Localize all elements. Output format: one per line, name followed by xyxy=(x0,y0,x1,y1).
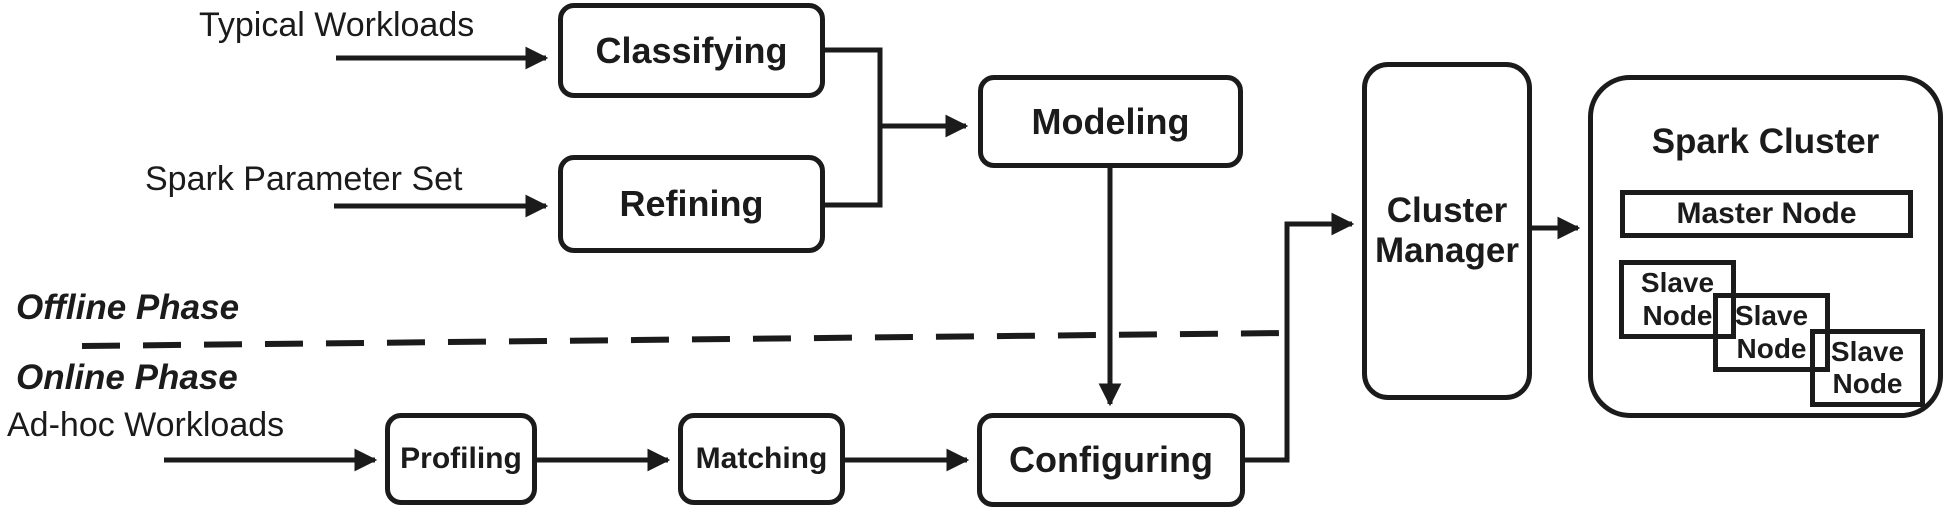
node-matching-label: Matching xyxy=(695,441,828,475)
node-slave-3: Slave Node xyxy=(1810,329,1925,407)
label-online-phase: Online Phase xyxy=(16,358,238,397)
node-matching: Matching xyxy=(678,413,845,505)
label-offline-phase: Offline Phase xyxy=(16,288,240,327)
node-refining: Refining xyxy=(558,155,825,253)
node-cluster-manager-label: Cluster Manager xyxy=(1375,190,1519,270)
node-master: Master Node xyxy=(1620,190,1913,238)
connector-merge-classify-refine xyxy=(823,47,883,208)
arrow-configuring-to-cluster-manager xyxy=(1245,212,1355,463)
node-modeling: Modeling xyxy=(978,75,1243,168)
node-refining-label: Refining xyxy=(619,183,764,225)
spark-cluster-title: Spark Cluster xyxy=(1651,122,1880,161)
node-slave-1: Slave Node xyxy=(1619,260,1736,339)
node-profiling: Profiling xyxy=(385,413,537,505)
node-profiling-label: Profiling xyxy=(400,441,522,475)
label-adhoc-workloads: Ad-hoc Workloads xyxy=(7,406,285,444)
node-classifying-label: Classifying xyxy=(595,29,788,71)
node-cluster-manager: Cluster Manager xyxy=(1362,62,1532,400)
node-slave-2: Slave Node xyxy=(1713,293,1830,372)
node-configuring: Configuring xyxy=(977,413,1245,507)
node-master-label: Master Node xyxy=(1676,196,1857,230)
node-slave-1-label: Slave Node xyxy=(1640,267,1715,331)
node-configuring-label: Configuring xyxy=(1009,439,1213,481)
node-slave-3-label: Slave Node xyxy=(1830,335,1905,399)
spark-cluster-panel: Spark Cluster Master Node Slave Node Sla… xyxy=(1588,75,1943,418)
label-typical-workloads: Typical Workloads xyxy=(199,6,475,44)
label-spark-parameter-set: Spark Parameter Set xyxy=(145,160,463,198)
node-modeling-label: Modeling xyxy=(1031,100,1190,142)
node-classifying: Classifying xyxy=(558,3,825,98)
phase-divider-dashed-line xyxy=(81,330,1286,349)
node-slave-2-label: Slave Node xyxy=(1734,300,1809,364)
